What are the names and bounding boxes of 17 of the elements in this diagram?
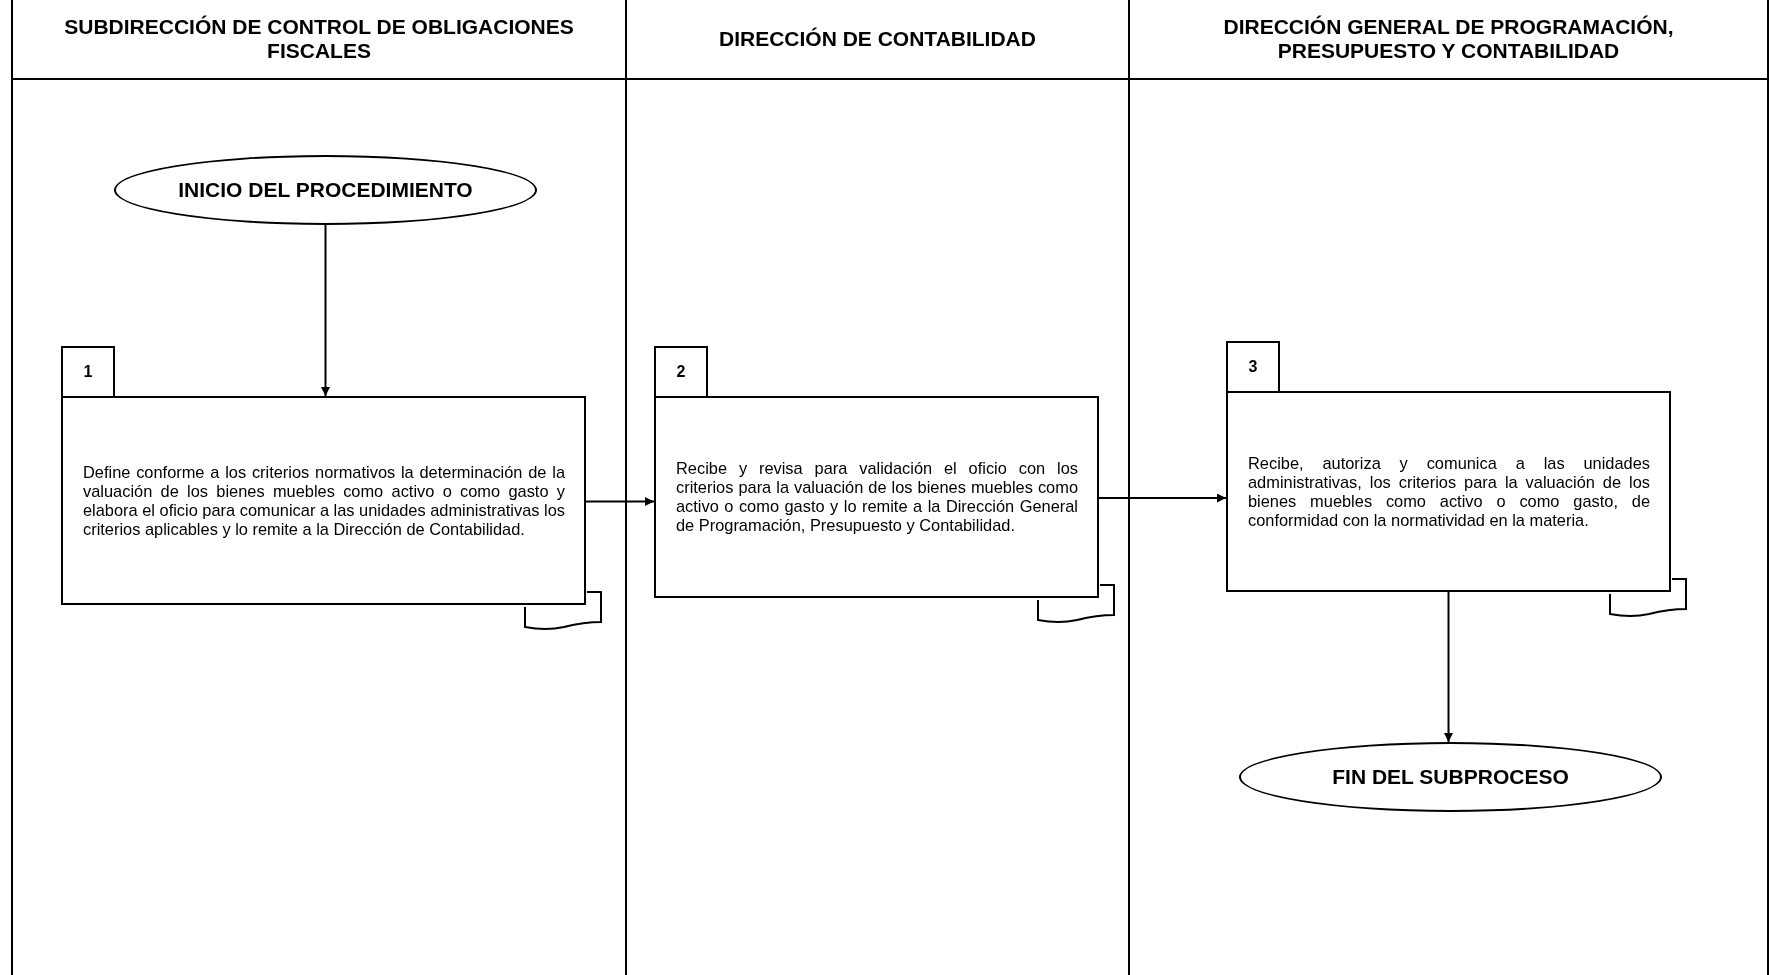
- terminator-label: INICIO DEL PROCEDIMIENTO: [178, 178, 473, 202]
- swimlane: [1128, 0, 1769, 975]
- step-description: Define conforme a los criterios normativos la determinación de la valuación de los bienes muebles como activo o como gasto y elabora el oficio para comunicar a las unidades administrativas los criterios aplicables y lo remite a la Dirección de Contabilidad.: [82, 462, 566, 539]
- arrow: [321, 224, 330, 397]
- arrow: [1444, 591, 1453, 743]
- step-number: 3: [1226, 341, 1280, 391]
- step-description: Recibe, autoriza y comunica a las unidades administrativas, los criterios para la valuación de los bienes muebles como activo o como gasto, de conformidad con la normatividad en la materia.: [1247, 453, 1651, 530]
- lane-header: SUBDIRECCIÓN DE CONTROL DE OBLIGACIONES FISCALES: [13, 0, 625, 80]
- step-number: 2: [654, 346, 708, 396]
- arrow: [585, 497, 655, 506]
- lane-header: DIRECCIÓN DE CONTABILIDAD: [627, 0, 1128, 80]
- arrow: [1098, 493, 1227, 503]
- terminator-label: FIN DEL SUBPROCESO: [1332, 765, 1569, 789]
- lane-header: DIRECCIÓN GENERAL DE PROGRAMACIÓN, PRESUPUESTO Y CONTABILIDAD: [1130, 0, 1767, 80]
- swimlane: [11, 0, 627, 975]
- step-description: Recibe y revisa para validación el oficio con los criterios para la valuación de los bienes muebles como activo o como gasto y lo remite a la Dirección General de Programación, Presupuesto y Contabilidad.: [675, 459, 1079, 535]
- step-number: 1: [61, 346, 115, 396]
